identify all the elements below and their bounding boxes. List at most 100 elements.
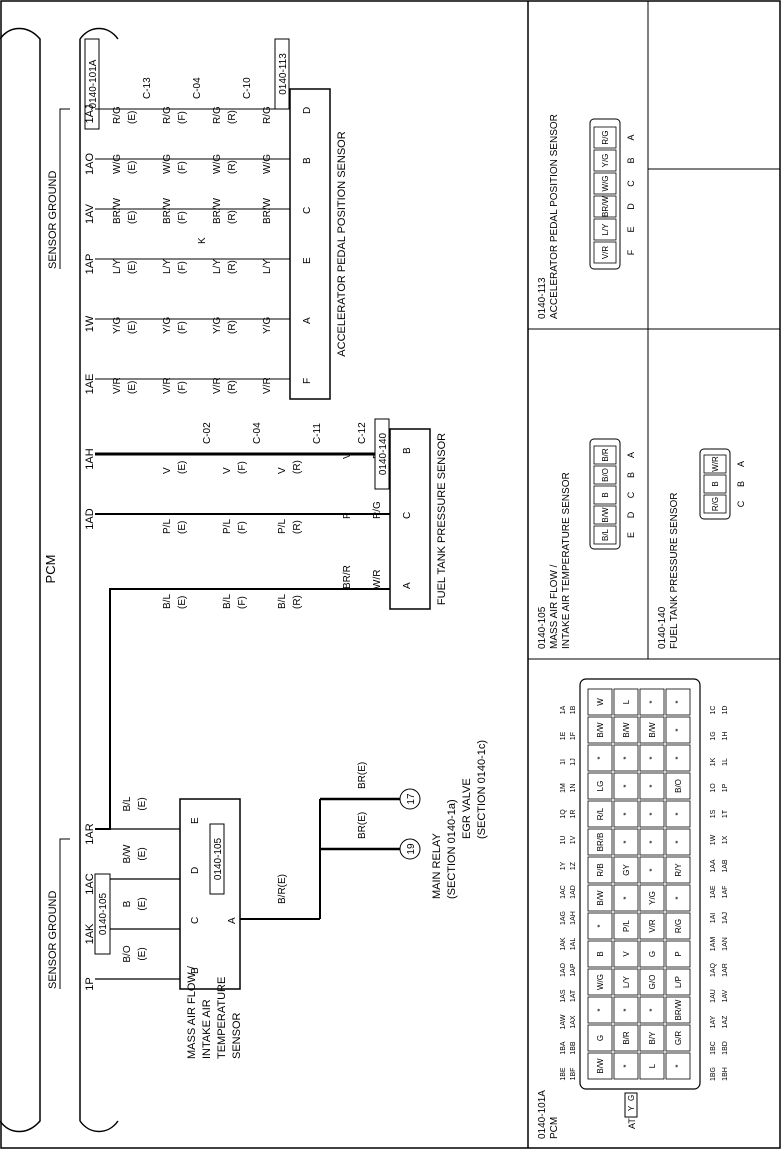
pcm-cell-label: * <box>648 868 657 871</box>
pcm-pin-label: 1AI <box>710 913 717 924</box>
v-wire-e: V <box>162 467 173 474</box>
pcm-pin-label: 1I <box>560 759 567 765</box>
app-top-tag-text: 0140-101A <box>88 59 99 108</box>
app-top-tag <box>84 38 100 130</box>
app-conn-pin-a: A <box>302 317 313 324</box>
pcm-cell <box>665 884 691 912</box>
maf-view-title-1: 0140-105 <box>537 606 548 649</box>
pcm-pin-label: 1Y <box>560 861 567 870</box>
atx-color-y: Y <box>627 1105 636 1111</box>
pcm-pin-label: 1O <box>710 783 717 793</box>
pcm-cell-label: B/W <box>648 722 657 738</box>
pcm-cell-label: * <box>674 896 683 899</box>
maf-name-2: INTAKE AIR <box>201 999 213 1059</box>
pcm-cell-label: R/B <box>596 863 605 876</box>
maf-pin-letter: E <box>626 532 636 538</box>
pcm-cell <box>613 912 639 940</box>
bottom-wire-p: P <box>342 512 353 519</box>
pcm-cell <box>587 772 613 800</box>
v-loc-e: (E) <box>177 461 188 474</box>
pcm-pin-label: 1U <box>560 836 567 845</box>
ftp-pin-letter: B <box>736 481 746 487</box>
bl-wire-e: B/L <box>162 594 173 609</box>
app-view-title-1: 0140-113 <box>537 277 548 319</box>
pcm-cell-label: * <box>622 784 631 787</box>
pcm-pin-label: 1K <box>710 757 717 766</box>
pcm-cell <box>665 1052 691 1080</box>
pcm-cell-label: GY <box>622 864 631 876</box>
pcm-cell <box>639 940 665 968</box>
pcm-cell <box>613 940 639 968</box>
fuel-tank-circuit: 1AD 1AH B/L (E) B/L (F) B/L (R) P/L (E) … <box>84 418 448 830</box>
app-row4-c4: BR/W <box>262 197 273 224</box>
pcm-cell <box>587 828 613 856</box>
app-pin-1ap: 1AP <box>84 254 96 275</box>
pcm-pin-label: 1L <box>722 758 729 766</box>
pcm-cell <box>639 968 665 996</box>
app-cell-label: R/G <box>601 130 610 144</box>
app-row1-loc4: (E) <box>127 211 138 224</box>
app-cell-label: W/G <box>601 176 610 192</box>
maf-cell <box>593 525 617 545</box>
maf-sensor-box <box>179 798 241 990</box>
pcm-cell <box>613 772 639 800</box>
pcm-cell <box>613 968 639 996</box>
pcm-title: PCM <box>43 555 58 584</box>
app-pin-letter: D <box>626 203 636 210</box>
pl-loc-e: (E) <box>177 521 188 534</box>
bl-loc-f: (F) <box>237 596 248 609</box>
pcm-pin-label: 1AY <box>710 1015 717 1028</box>
pcm-cell-label: * <box>674 700 683 703</box>
pcm-pin-label: 1AO <box>560 962 567 977</box>
pcm-cell <box>639 744 665 772</box>
pcm-cell <box>665 996 691 1024</box>
app-row2-loc3: (F) <box>177 261 188 274</box>
wire-bw: B/W <box>122 844 133 863</box>
pcm-pin-label: 1S <box>710 809 717 818</box>
app-splice-c04: C-04 <box>192 77 203 99</box>
maf-sensor-tag <box>209 823 225 895</box>
app-row3-c6: R/G <box>212 106 223 124</box>
pcm-cell-label: * <box>596 1008 605 1011</box>
left-pin-1p: 1P <box>84 977 96 990</box>
pcm-cell-label: G <box>648 951 657 957</box>
app-sensor-tag <box>274 38 290 110</box>
atx-label: ATX : <box>627 1107 637 1129</box>
app-cell <box>593 149 617 172</box>
pl-wire-r: P/L <box>277 519 288 534</box>
maf-pin-b: B <box>190 967 201 974</box>
circle-19-text: 19 <box>406 843 417 855</box>
app-row2-c2: Y/G <box>162 317 173 334</box>
ftp-pin-letter: A <box>736 461 746 467</box>
pcm-pin-label: 1G <box>710 731 717 740</box>
pcm-cell-label: * <box>674 728 683 731</box>
pcm-cell-label: Y/G <box>648 891 657 905</box>
app-row2-c6: R/G <box>162 106 173 124</box>
wire-bo: B/O <box>122 945 133 962</box>
pl-wire-e: P/L <box>162 519 173 534</box>
app-row4-c1: V/R <box>262 377 273 394</box>
pcm-cell-label: W <box>596 698 605 706</box>
app-row1-c1: V/R <box>112 377 123 394</box>
app-row3-loc6: (R) <box>227 110 238 124</box>
app-row4-c6: R/G <box>262 106 273 124</box>
pcm-cell <box>639 884 665 912</box>
pcm-pin-rows: 1BE1BA1AW1AS1AO1AK1AG1AC1Y1U1Q1M1I1E1A1B… <box>560 705 729 1081</box>
maf-name-1: MASS AIR FLOW / <box>186 965 198 1059</box>
pcm-pin-label: 1A <box>560 705 567 714</box>
bottom-wire-brr: BR/R <box>342 565 353 589</box>
pcm-cell-label: * <box>596 756 605 759</box>
pcm-cell <box>587 884 613 912</box>
pcm-cell-label: V <box>622 951 631 957</box>
pcm-cell <box>665 716 691 744</box>
pcm-cell-label: * <box>648 784 657 787</box>
branch-label-19: BR(E) <box>357 812 368 839</box>
app-row1-c3: L/Y <box>112 259 123 274</box>
app-row3-c3: L/Y <box>212 259 223 274</box>
pcm-pin-label: 1Z <box>570 861 577 870</box>
ftp-conn-pin-a: A <box>402 582 413 589</box>
